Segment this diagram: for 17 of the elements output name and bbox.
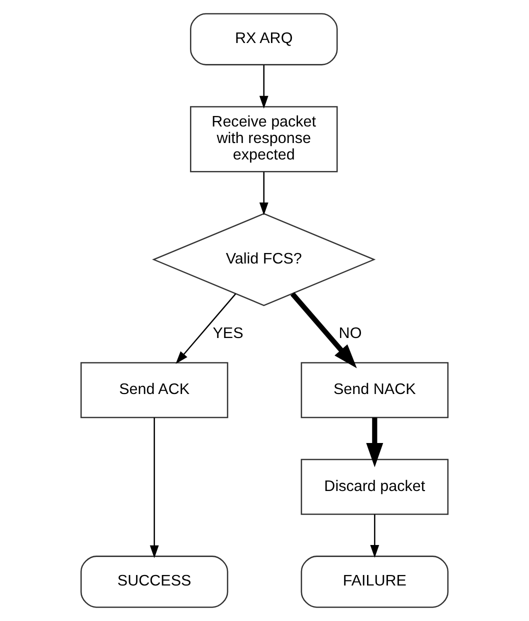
node-box: Send NACK [300,362,449,418]
arrow [259,65,268,109]
arrow [366,418,384,468]
arrow [150,418,159,558]
node-box: Receive packet with response expected [190,106,338,172]
arrow [259,172,268,216]
node-diamond: Valid FCS? [152,213,376,306]
edge-label: YES [212,325,244,342]
arrow [176,293,236,364]
node-box: RX ARQ [190,13,338,66]
node-box: FAILURE [300,556,449,608]
node-box: SUCCESS [80,556,228,608]
node-box: Discard packet [300,458,449,515]
arrow [370,514,380,558]
arrow [290,292,357,368]
edge-label: NO [338,325,362,342]
node-box: Send ACK [80,362,228,418]
